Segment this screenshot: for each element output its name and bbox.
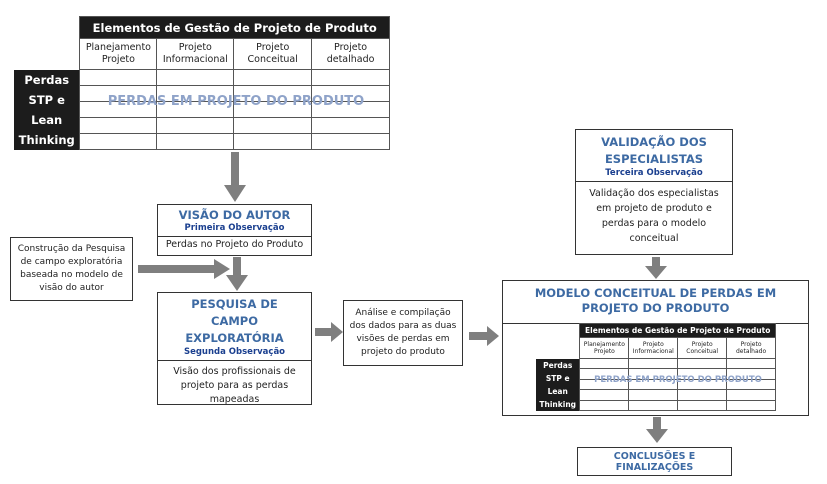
conclusions-label: CONCLUSÕES E FINALIZAÇÕES <box>613 450 696 473</box>
expert-validation-box: VALIDAÇÃO DOS ESPECIALISTAS Terceira Obs… <box>575 129 733 255</box>
grid-cell <box>156 69 235 86</box>
right-arrow <box>315 322 343 342</box>
table-corner <box>536 323 580 338</box>
grid-cell <box>311 133 390 150</box>
down-arrow <box>645 257 667 279</box>
right-arrow <box>138 259 230 279</box>
expert-validation-title: VALIDAÇÃO DOS ESPECIALISTAS <box>601 135 707 166</box>
author-view-body: Perdas no Projeto do Produto <box>165 239 304 250</box>
grid-cell <box>726 389 776 401</box>
phase-header-informacional: Projeto Informacional <box>156 38 235 70</box>
author-view-subtitle: Primeira Observação <box>184 223 285 233</box>
field-research-body: Visão dos profissionais de projeto para … <box>173 366 296 405</box>
grid-cell <box>579 389 630 401</box>
model-phase-informacional: Projeto Informacional <box>628 337 679 359</box>
field-research-box: PESQUISA DE CAMPO EXPLORATÓRIA Segunda O… <box>157 292 312 405</box>
table-overlay-label: PERDAS EM PROJETO DO PRODUTO <box>107 94 365 109</box>
grid-cell <box>156 117 235 134</box>
phase-header-planejamento: Planejamento Projeto <box>79 38 158 70</box>
right-arrow <box>469 326 499 346</box>
expert-validation-body: Validação dos especialistas em projeto d… <box>589 188 719 244</box>
grid-cell <box>628 389 679 401</box>
expert-validation-subtitle: Terceira Observação <box>605 168 703 178</box>
analysis-note: Análise e compilação dos dados para as d… <box>343 300 463 366</box>
phase-header-conceitual: Projeto Conceitual <box>233 38 313 70</box>
grid-cell <box>677 389 728 401</box>
conceptual-model-title: MODELO CONCEITUAL DE PERDAS EM PROJETO D… <box>534 286 777 315</box>
expert-validation-divider <box>576 181 732 182</box>
losses-side-label: Perdas STP e Lean Thinking <box>14 69 80 150</box>
grid-cell <box>677 399 728 412</box>
table-title: Elementos de Gestão de Projeto de Produt… <box>79 16 390 39</box>
phase-header-detalhado: Projeto detalhado <box>311 38 390 70</box>
table-corner <box>536 337 580 359</box>
field-research-subtitle: Segunda Observação <box>183 347 286 357</box>
author-view-divider <box>158 236 311 237</box>
grid-cell <box>628 399 679 412</box>
author-view-title: VISÃO DO AUTOR <box>178 208 291 222</box>
model-table-title: Elementos de Gestão de Projeto de Produt… <box>579 323 776 338</box>
grid-cell <box>726 357 776 370</box>
grid-cell <box>233 117 313 134</box>
grid-cell <box>311 117 390 134</box>
field-research-title: PESQUISA DE CAMPO EXPLORATÓRIA <box>185 297 284 345</box>
down-arrow <box>646 417 668 443</box>
model-losses-side-label: Perdas STP e Lean Thinking <box>536 358 580 411</box>
survey-construction-text: Construção da Pesquisa de campo explorat… <box>17 244 126 293</box>
model-elements-table: Elementos de Gestão de Projeto de Produt… <box>536 323 776 412</box>
table-corner <box>14 16 80 39</box>
author-view-box: VISÃO DO AUTOR Primeira Observação Perda… <box>157 204 312 256</box>
field-research-divider <box>158 360 311 361</box>
grid-cell <box>79 69 158 86</box>
grid-cell <box>79 133 158 150</box>
grid-cell <box>156 133 235 150</box>
model-table-overlay-label: PERDAS EM PROJETO DO PRODUTO <box>594 375 762 385</box>
down-arrow <box>224 152 246 202</box>
grid-cell <box>579 399 630 412</box>
survey-construction-note: Construção da Pesquisa de campo explorat… <box>10 237 133 301</box>
conclusions-box: CONCLUSÕES E FINALIZAÇÕES <box>577 447 732 476</box>
grid-cell <box>311 69 390 86</box>
down-arrow <box>226 257 248 291</box>
model-phase-planejamento: Planejamento Projeto <box>579 337 630 359</box>
grid-cell <box>233 69 313 86</box>
grid-cell <box>233 133 313 150</box>
model-phase-detalhado: Projeto detalhado <box>726 337 776 359</box>
top-elements-table: Elementos de Gestão de Projeto de Produt… <box>14 16 390 150</box>
analysis-text: Análise e compilação dos dados para as d… <box>349 308 457 357</box>
grid-cell <box>677 357 728 370</box>
table-corner <box>14 38 80 70</box>
grid-cell <box>579 357 630 370</box>
grid-cell <box>628 357 679 370</box>
grid-cell <box>79 117 158 134</box>
grid-cell <box>726 399 776 412</box>
model-phase-conceitual: Projeto Conceitual <box>677 337 728 359</box>
